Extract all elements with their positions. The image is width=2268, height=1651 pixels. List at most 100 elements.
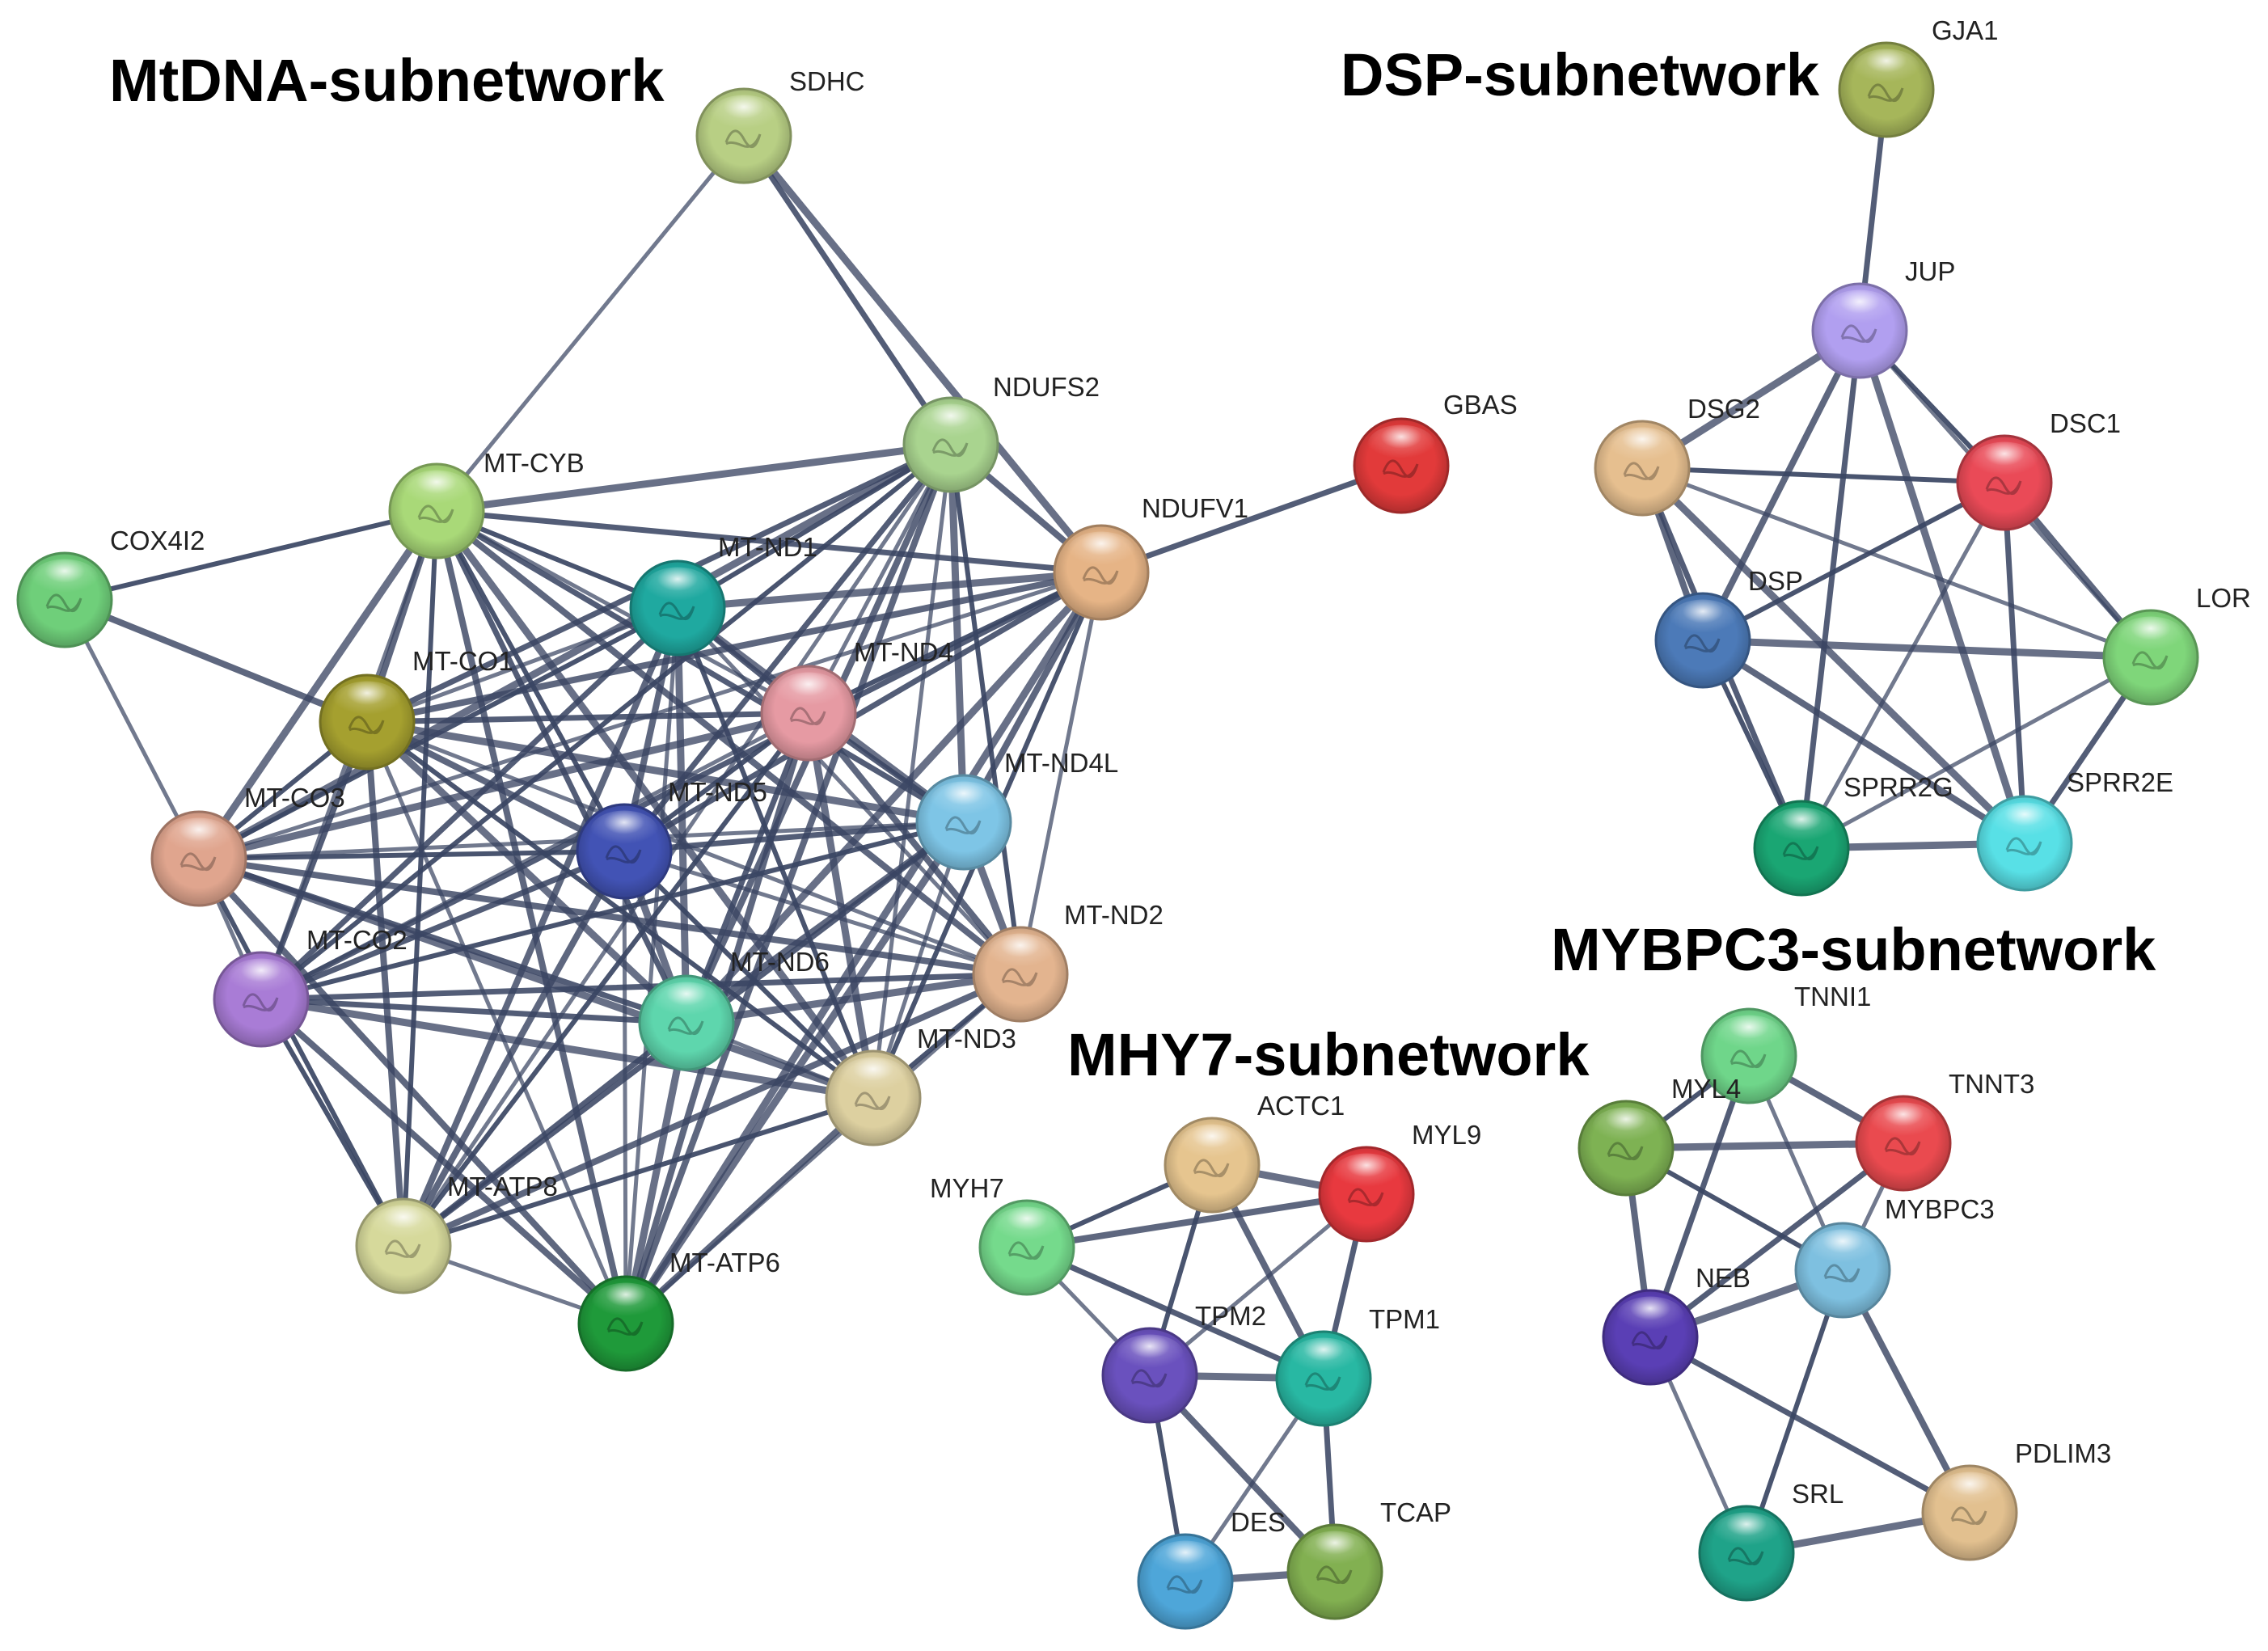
- node-rim: [213, 951, 310, 1048]
- node-sprr2e[interactable]: SPRR2E: [1976, 767, 2173, 892]
- edge-mybpc3-srl: [1744, 1268, 1845, 1556]
- node-srl[interactable]: SRL: [1698, 1479, 1844, 1602]
- node-mt-nd4[interactable]: MT-ND4: [760, 637, 953, 762]
- node-label: SPRR2E: [2067, 767, 2173, 797]
- node-highlight: [227, 958, 295, 999]
- node-tnni1[interactable]: TNNI1: [1700, 982, 1871, 1104]
- node-mybpc3[interactable]: MYBPC3: [1794, 1194, 1995, 1319]
- node-highlight: [1669, 599, 1737, 640]
- node-gja1[interactable]: GJA1: [1838, 15, 1999, 138]
- edge-jup-sprr2e: [1856, 327, 2029, 847]
- edge-myh7-tpm1: [1024, 1244, 1327, 1382]
- node-rim: [972, 926, 1069, 1023]
- edge-mt-nd4l-mt-nd5: [621, 819, 967, 855]
- node-sprr2g[interactable]: SPRR2G: [1753, 772, 1953, 897]
- node-highlight: [993, 1206, 1061, 1247]
- node-ndufv1[interactable]: NDUFV1: [1053, 493, 1248, 621]
- edge-mt-cyb-mt-nd2: [433, 508, 1024, 978]
- edge-dsg2-dsc1: [1640, 466, 2007, 485]
- node-mt-co2[interactable]: MT-CO2: [213, 925, 408, 1048]
- node-highlight: [710, 95, 778, 135]
- node-rim: [978, 1199, 1075, 1296]
- node-myl4[interactable]: MYL4: [1577, 1074, 1741, 1197]
- node-mt-nd4l[interactable]: MT-ND4L: [915, 748, 1118, 871]
- node-rim: [1794, 1222, 1891, 1319]
- node-highlight: [1333, 1153, 1400, 1193]
- node-tnnt3[interactable]: TNNT3: [1855, 1069, 2034, 1192]
- node-cox4i2[interactable]: COX4I2: [16, 526, 205, 648]
- node-rim: [576, 803, 673, 900]
- edge-mt-nd1-mt-co2: [258, 605, 681, 1003]
- node-rim: [16, 551, 113, 648]
- edge-mt-co1-mt-nd6: [363, 718, 691, 1027]
- node-gbas[interactable]: GBAS: [1353, 390, 1518, 514]
- node-mt-nd2[interactable]: MT-ND2: [972, 900, 1164, 1023]
- node-rim: [1164, 1117, 1261, 1214]
- node-highlight: [1713, 1512, 1780, 1552]
- node-highlight: [1991, 802, 2059, 842]
- node-rim: [577, 1275, 674, 1372]
- node-tpm1[interactable]: TPM1: [1275, 1304, 1440, 1427]
- node-highlight: [1768, 807, 1835, 847]
- edge-mt-nd5-mt-atp6: [622, 849, 628, 1326]
- node-dsg2[interactable]: DSG2: [1594, 394, 1760, 517]
- edge-mt-cyb-mt-nd3: [433, 507, 877, 1102]
- node-highlight: [592, 1282, 660, 1323]
- node-sdhc[interactable]: SDHC: [695, 66, 865, 184]
- node-des[interactable]: DES: [1137, 1507, 1286, 1630]
- node-tcap[interactable]: TCAP: [1286, 1497, 1451, 1620]
- node-label: MT-CO3: [244, 783, 345, 813]
- node-rim: [1053, 524, 1150, 621]
- edge-mt-nd4-mt-co2: [259, 711, 811, 1002]
- edge-mt-co2-mt-nd3: [257, 995, 877, 1102]
- edge-ndufv1-mt-cyb: [433, 508, 1104, 576]
- node-mt-co3[interactable]: MT-CO3: [150, 783, 345, 907]
- node-pdlim3[interactable]: PDLIM3: [1921, 1438, 2111, 1561]
- node-myh7[interactable]: MYH7: [930, 1173, 1075, 1296]
- node-highlight: [1826, 289, 1894, 330]
- node-label: DSC1: [2050, 408, 2121, 438]
- node-highlight: [1616, 1296, 1684, 1336]
- edge-mt-co3-mt-atp8: [196, 856, 406, 1248]
- node-mt-co1[interactable]: MT-CO1: [319, 646, 513, 771]
- node-mt-cyb[interactable]: MT-CYB: [388, 448, 585, 559]
- edge-mt-co2-mt-nd6: [258, 996, 690, 1026]
- node-jup[interactable]: JUP: [1811, 256, 1955, 379]
- edge-mt-nd1-mt-nd2: [675, 606, 1023, 977]
- node-myl9[interactable]: MYL9: [1318, 1120, 1481, 1243]
- edge-cox4i2-mt-co3: [62, 597, 201, 861]
- node-neb[interactable]: NEB: [1602, 1263, 1751, 1386]
- node-ndufs2[interactable]: NDUFS2: [902, 372, 1100, 493]
- edge-tnni1-neb: [1647, 1053, 1752, 1341]
- node-highlight: [1290, 1337, 1358, 1378]
- edge-mt-co1-mt-atp6: [365, 720, 628, 1326]
- node-mt-atp8[interactable]: MT-ATP8: [355, 1172, 558, 1294]
- node-mt-nd5[interactable]: MT-ND5: [576, 777, 767, 900]
- node-highlight: [403, 470, 471, 510]
- node-dsp[interactable]: DSP: [1654, 566, 1803, 689]
- node-label: MYL9: [1412, 1120, 1481, 1150]
- node-label: GJA1: [1932, 15, 1999, 45]
- node-rim: [1137, 1533, 1234, 1630]
- node-mt-nd3[interactable]: MT-ND3: [825, 1024, 1016, 1146]
- edge-mt-co3-mt-atp6: [196, 855, 629, 1327]
- node-mt-nd1[interactable]: MT-ND1: [629, 532, 817, 657]
- node-tpm2[interactable]: TPM2: [1101, 1301, 1266, 1424]
- node-label: COX4I2: [110, 526, 205, 555]
- edge-mt-cyb-mt-atp8: [401, 509, 439, 1248]
- edge-mt-co3-mt-nd2: [196, 855, 1024, 978]
- node-label: MT-ND4L: [1004, 748, 1118, 778]
- node-lor[interactable]: LOR: [2102, 583, 2251, 706]
- node-mt-nd6[interactable]: MT-ND6: [638, 947, 830, 1071]
- node-highlight: [775, 672, 843, 712]
- node-highlight: [1067, 531, 1135, 572]
- node-rim: [1811, 282, 1908, 379]
- node-dsc1[interactable]: DSC1: [1956, 408, 2121, 531]
- title-mtdna-subnetwork: MtDNA-subnetwork: [109, 47, 665, 114]
- edge-mt-nd2-mt-co2: [258, 971, 1024, 1003]
- node-rim: [1700, 1007, 1797, 1104]
- node-mt-atp6[interactable]: MT-ATP6: [577, 1248, 780, 1372]
- node-actc1[interactable]: ACTC1: [1164, 1091, 1345, 1214]
- title-dsp-subnetwork: DSP-subnetwork: [1341, 41, 1820, 108]
